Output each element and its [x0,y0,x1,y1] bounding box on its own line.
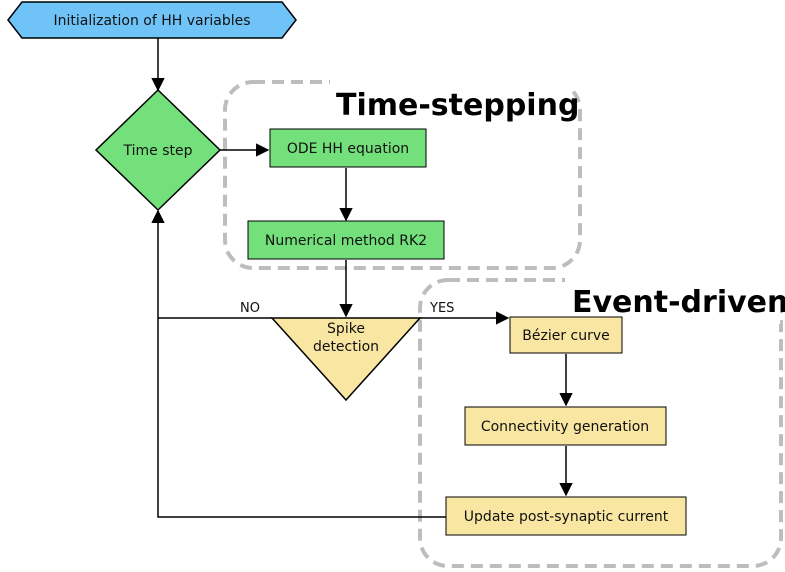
rk2-node: Numerical method RK2 [247,220,445,260]
ode-box [269,128,427,168]
event-driven-title: Event-driven [572,285,785,320]
rk2-box [247,220,445,260]
time-stepping-title: Time-stepping [336,88,579,123]
update-box [445,496,687,536]
connectivity-node: Connectivity generation [464,406,667,446]
spike-label-line2: detection [313,339,379,355]
time-step-node: Time step [94,88,222,212]
time-stepping-group: Time-stepping [223,78,582,270]
connectivity-box [464,406,667,446]
init-hexagon [7,1,297,39]
update-label: Update post-synaptic current [464,509,669,525]
spike-detection-node: Spike detection [270,317,422,402]
bezier-node: Bézier curve [509,316,623,354]
ode-node: ODE HH equation [269,128,427,168]
time-stepping-group-border [223,80,582,270]
bezier-box [509,316,623,354]
update-node: Update post-synaptic current [445,496,687,536]
spike-label-line1: Spike [327,321,365,337]
event-driven-title-backdrop [565,276,780,324]
spike-triangle [270,317,422,402]
connectivity-label: Connectivity generation [481,419,649,435]
time-step-diamond [94,88,222,212]
edge-update-loop-back [151,209,446,518]
edge-label-yes: YES [429,301,454,316]
init-label: Initialization of HH variables [53,13,250,29]
event-driven-group: Event-driven [418,276,785,568]
time-stepping-title-backdrop [330,78,570,126]
time-step-label: Time step [123,143,193,159]
bezier-label: Bézier curve [522,328,610,344]
init-node: Initialization of HH variables [7,1,297,39]
rk2-label: Numerical method RK2 [265,233,427,249]
ode-label: ODE HH equation [287,141,409,157]
edges [151,38,573,518]
edge-label-no: NO [240,301,260,316]
